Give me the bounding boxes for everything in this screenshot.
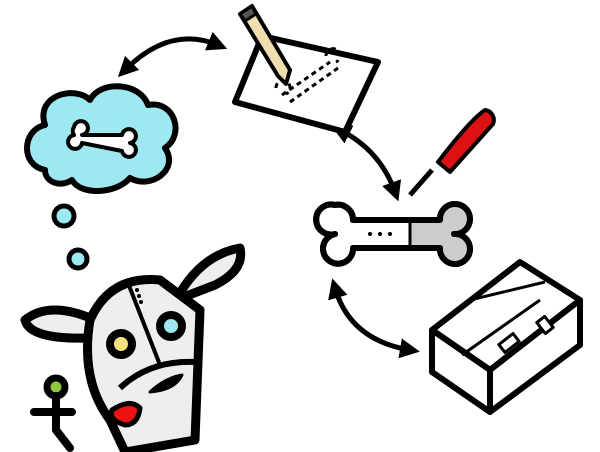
thought-cloud-icon [24,83,179,271]
double-arrow-icon [328,278,420,359]
pencil-icon [237,3,292,86]
thought-bubble-small [66,247,90,271]
double-arrow-icon [117,31,228,78]
double-arrow-icon [331,125,402,202]
robot-bone-icon [313,201,473,267]
screwdriver-icon [408,108,496,197]
paper-sketch-icon [232,33,381,135]
package-box-icon [429,259,583,415]
robot-dog-icon [20,243,246,452]
thought-bubble-large [51,203,77,229]
bone-icon [66,119,138,159]
